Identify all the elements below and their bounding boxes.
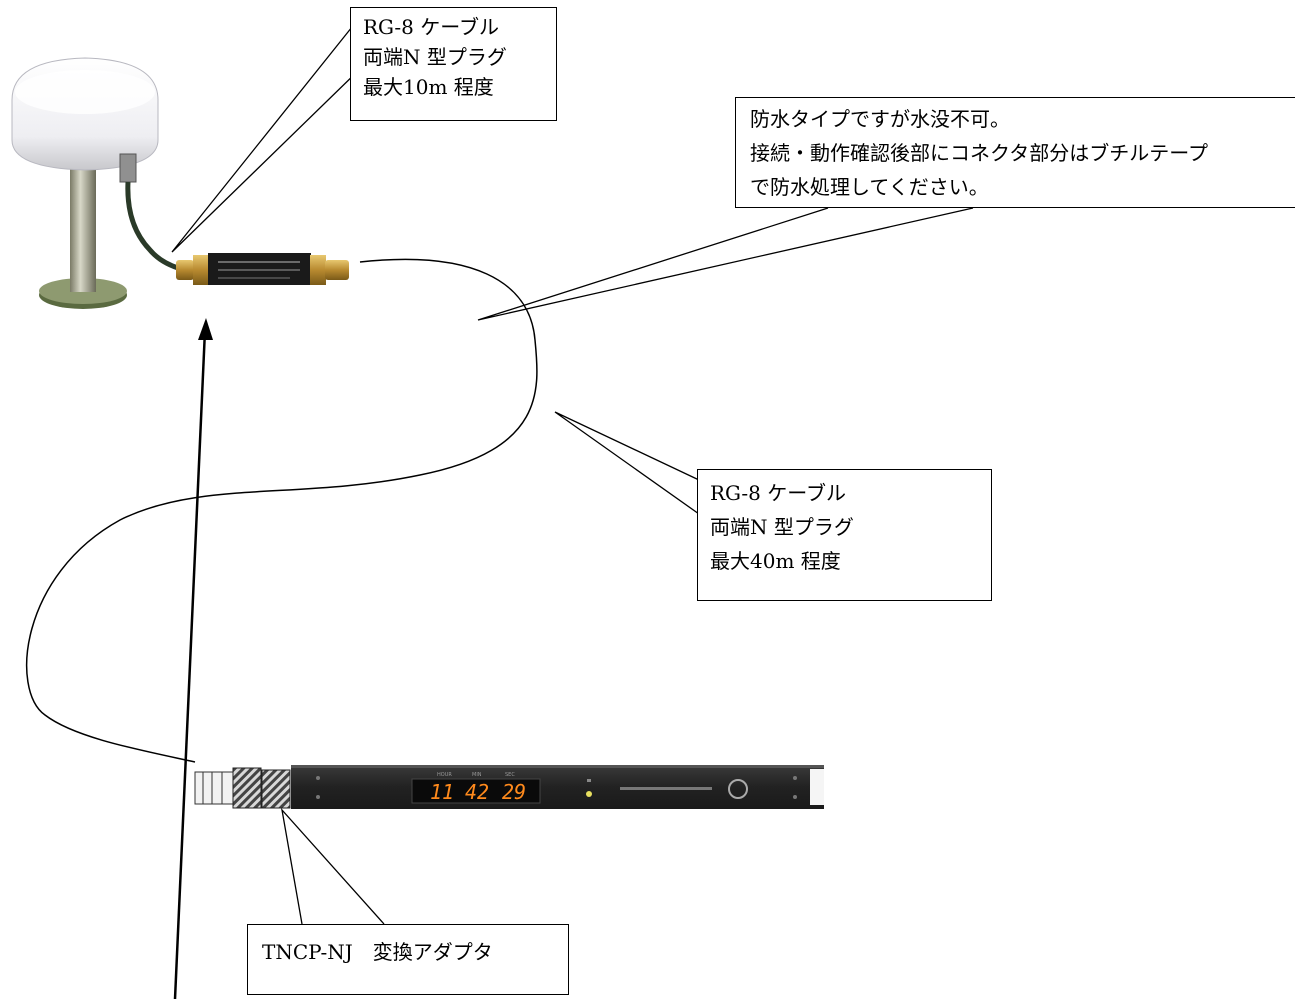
callout-text: 防水タイプですが水没不可。 bbox=[750, 107, 1010, 131]
status-led bbox=[586, 791, 592, 797]
brand-logo-icon bbox=[728, 779, 748, 799]
adapter-description: 変換アダプタ bbox=[372, 940, 493, 964]
pointer-antenna-cable bbox=[171, 26, 363, 253]
antenna-cable-gland bbox=[119, 153, 137, 183]
callout-antenna-cable: RG-8 ケーブル 両端N 型プラグ 最大10m 程度 bbox=[350, 7, 557, 121]
gps-clock-rack-unit: HOUR MIN SEC 11 42 29 bbox=[291, 765, 824, 809]
callout-text: 最大10m 程度 bbox=[363, 75, 494, 99]
svg-text:SEC: SEC bbox=[505, 772, 515, 778]
inline-amplifier bbox=[176, 253, 349, 285]
callout-text: 両端N 型プラグ bbox=[710, 515, 854, 539]
svg-text:HOUR: HOUR bbox=[437, 772, 452, 778]
gps-antenna bbox=[11, 57, 179, 309]
pointer-waterproof bbox=[477, 207, 974, 321]
pointer-main-cable bbox=[554, 411, 700, 515]
antenna-pole bbox=[70, 168, 96, 292]
callout-adapter: TNCP-NJ 変換アダプタ bbox=[247, 924, 569, 995]
display-seconds: 29 bbox=[502, 780, 526, 804]
main-coax-cable bbox=[25, 258, 538, 763]
adapter-part-number: TNCP-NJ bbox=[262, 940, 353, 964]
tnc-adapter bbox=[194, 767, 291, 809]
callout-text: 接続・動作確認後部にコネクタ部分はブチルテープ bbox=[750, 141, 1208, 165]
callout-text: 両端N 型プラグ bbox=[363, 45, 507, 69]
svg-text:MIN: MIN bbox=[472, 772, 482, 778]
callout-pointers bbox=[171, 26, 974, 925]
display-minutes: 42 bbox=[465, 780, 489, 804]
panel-nameplate bbox=[620, 787, 712, 790]
time-display bbox=[411, 778, 541, 804]
callout-text: 最大40m 程度 bbox=[710, 549, 841, 573]
pointer-adapter bbox=[280, 807, 385, 925]
amplifier-body bbox=[208, 253, 311, 285]
display-hours: 11 bbox=[430, 780, 454, 804]
rack-front-panel bbox=[291, 765, 824, 809]
connector-arrow bbox=[173, 318, 213, 999]
antenna-pigtail-cable bbox=[125, 181, 179, 271]
callout-text: RG-8 ケーブル bbox=[710, 481, 847, 505]
callout-waterproof-note: 防水タイプですが水没不可。 接続・動作確認後部にコネクタ部分はブチルテープ で防… bbox=[735, 97, 1295, 208]
callout-main-cable: RG-8 ケーブル 両端N 型プラグ 最大40m 程度 bbox=[697, 469, 992, 601]
callout-text: で防水処理してください。 bbox=[750, 175, 989, 199]
callout-text: RG-8 ケーブル bbox=[363, 15, 500, 39]
